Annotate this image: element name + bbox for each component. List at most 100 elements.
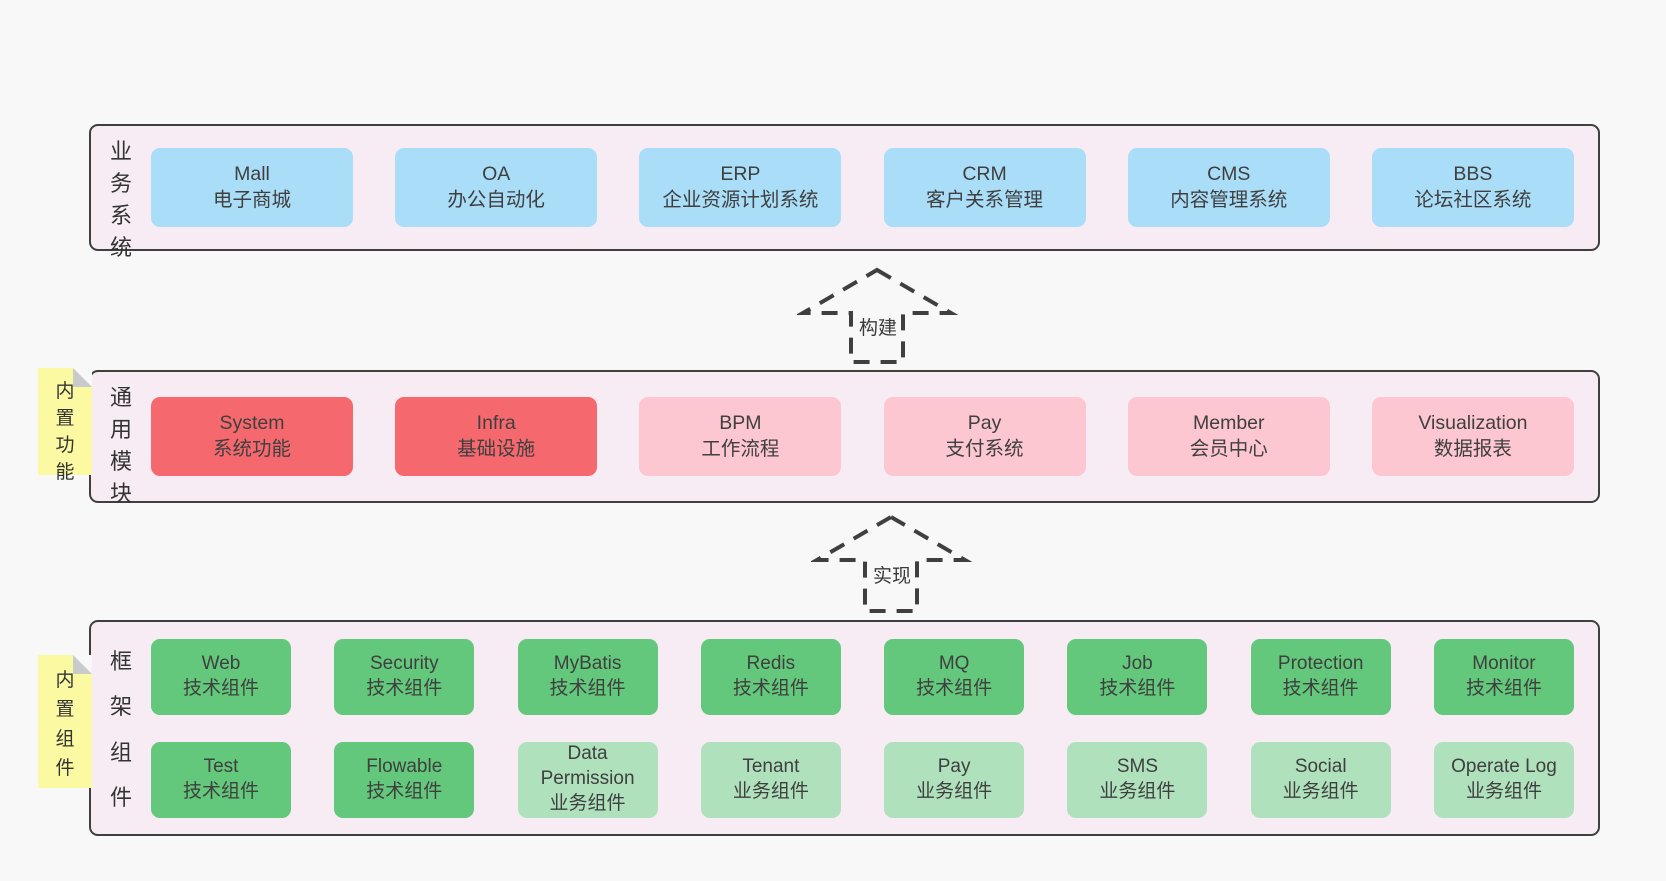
box-title: Infra [476, 412, 516, 435]
box-subtitle: 客户关系管理 [926, 188, 1044, 211]
box-title: MQ [938, 652, 970, 674]
box-title: Social [1294, 755, 1347, 777]
box-title: Redis [746, 652, 796, 674]
box-subtitle: 业务组件 [1465, 780, 1542, 802]
box-sms: SMS 业务组件 [1067, 741, 1208, 818]
box-subtitle: 会员中心 [1189, 437, 1268, 460]
box-subtitle: 技术组件 [1282, 677, 1359, 699]
box-subtitle: 业务组件 [1282, 780, 1359, 802]
box-flowable: Flowable 技术组件 [334, 741, 475, 818]
box-title: Operate Log [1451, 755, 1557, 777]
box-title: Visualization [1418, 412, 1528, 435]
box-test: Test 技术组件 [151, 741, 291, 818]
box-title: BBS [1453, 163, 1493, 186]
build-arrow-icon: 构建 [795, 266, 959, 371]
box-title: Tenant [742, 755, 800, 777]
box-subtitle: 业务组件 [732, 780, 809, 802]
box-title: Flowable [366, 755, 443, 777]
box-title: ERP [720, 163, 761, 186]
box-subtitle: 系统功能 [212, 437, 291, 460]
sticky-note-built-in-components: 内置组件 [38, 655, 92, 788]
box-web: Web 技术组件 [151, 638, 291, 715]
box-title: MyBatis [553, 652, 622, 674]
box-protection: Protection 技术组件 [1250, 638, 1391, 715]
box-subtitle: 论坛社区系统 [1414, 188, 1532, 211]
box-title: Security [369, 652, 439, 674]
box-title: Pay [937, 755, 971, 777]
band-label-common-modules: 通用模块 [109, 385, 132, 506]
box-subtitle: 技术组件 [549, 677, 626, 699]
box-subtitle: 业务组件 [916, 780, 993, 802]
box-operate-log: Operate Log 业务组件 [1433, 741, 1574, 818]
box-title: CMS [1207, 163, 1251, 186]
box-subtitle: 数据报表 [1433, 437, 1512, 460]
box-subtitle: 技术组件 [366, 780, 443, 802]
box-title: Monitor [1472, 652, 1536, 674]
box-title: CRM [962, 163, 1007, 186]
implement-arrow-icon: 实现 [809, 513, 973, 620]
box-title: Member [1192, 412, 1265, 435]
box-title: Mall [234, 163, 270, 186]
box-title: BPM [719, 412, 762, 435]
box-subtitle: 电子商城 [212, 188, 291, 211]
box-subtitle: 办公自动化 [447, 188, 545, 211]
band-label-framework-components: 框架组件 [109, 648, 132, 811]
box-pay: Pay 业务组件 [884, 741, 1025, 818]
box-subtitle: 技术组件 [1465, 677, 1542, 699]
box-title: Data Permission [540, 743, 635, 790]
box-redis: Redis 技术组件 [700, 638, 841, 715]
box-subtitle: 技术组件 [182, 677, 259, 699]
box-subtitle: 业务组件 [549, 792, 626, 814]
box-subtitle: 技术组件 [1099, 677, 1176, 699]
box-subtitle: 工作流程 [701, 437, 780, 460]
box-social: Social 业务组件 [1250, 741, 1391, 818]
box-subtitle: 基础设施 [457, 437, 536, 460]
box-subtitle: 技术组件 [182, 780, 259, 802]
box-mybatis: MyBatis 技术组件 [517, 638, 658, 715]
box-subtitle: 支付系统 [945, 437, 1024, 460]
band-label-business-systems: 业务系统 [109, 139, 132, 260]
box-title: Pay [967, 412, 1002, 435]
box-title: OA [482, 163, 511, 186]
implement-arrow-label: 实现 [811, 560, 973, 589]
box-title: SMS [1116, 755, 1158, 777]
box-subtitle: 技术组件 [916, 677, 993, 699]
box-subtitle: 技术组件 [732, 677, 809, 699]
box-monitor: Monitor 技术组件 [1433, 638, 1574, 715]
box-subtitle: 企业资源计划系统 [662, 188, 819, 211]
box-subtitle: 业务组件 [1099, 780, 1176, 802]
sticky-note-built-in-features: 内置功能 [38, 368, 92, 483]
box-title: Test [203, 755, 239, 777]
box-subtitle: 内容管理系统 [1170, 188, 1288, 211]
box-mq: MQ 技术组件 [884, 638, 1025, 715]
build-arrow-label: 构建 [797, 312, 959, 341]
box-title: Protection [1277, 652, 1364, 674]
box-title: Web [201, 652, 241, 674]
box-title: System [219, 412, 285, 435]
